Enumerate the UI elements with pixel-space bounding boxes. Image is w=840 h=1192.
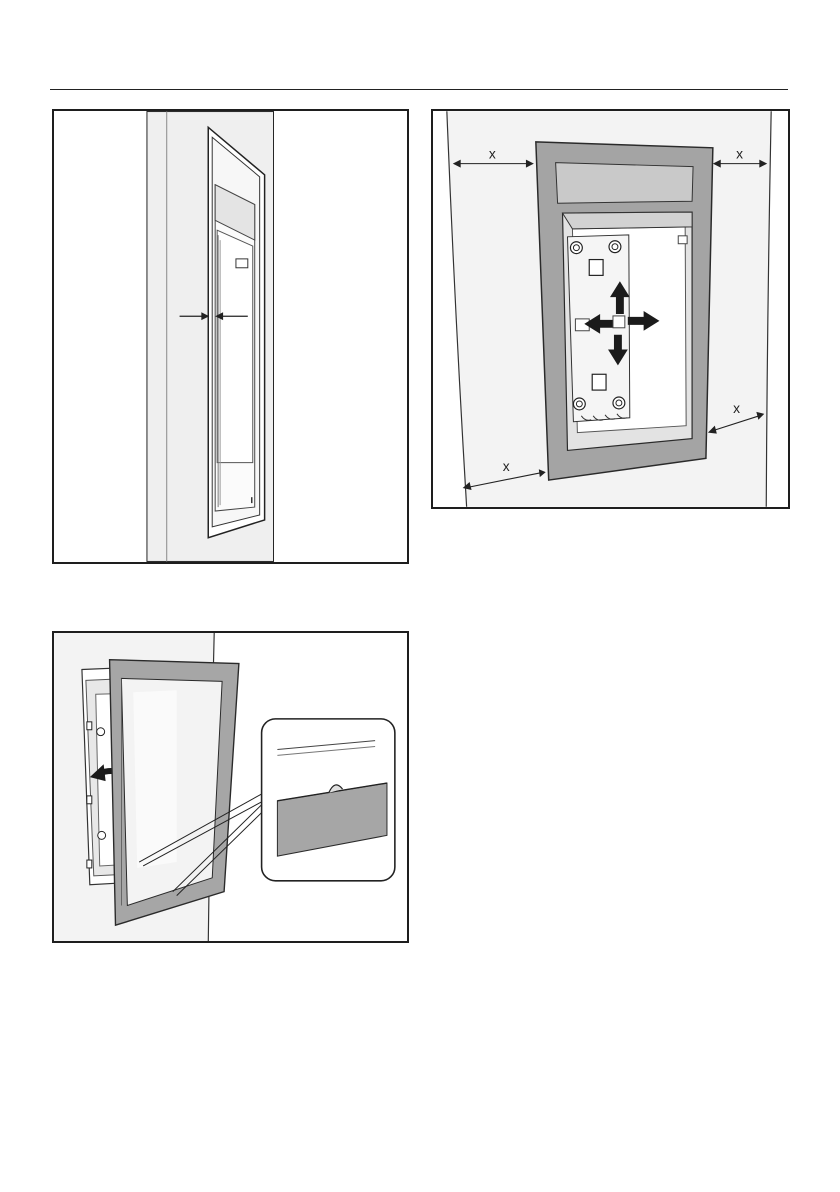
figure-side-view-gap — [52, 109, 409, 564]
figure-front-view-alignment: x x x x — [431, 109, 790, 509]
dimension-label: x — [736, 146, 743, 162]
dimension-label: x — [489, 146, 496, 162]
dimension-label: x — [733, 400, 740, 416]
frame-fitting-illustration — [54, 633, 407, 941]
magnifier-callout-icon — [262, 719, 395, 881]
front-view-illustration: x x x x — [433, 111, 788, 507]
side-view-illustration — [54, 111, 407, 562]
figure-frame-fitting — [52, 631, 409, 943]
dimension-label: x — [503, 458, 510, 474]
header-rule — [50, 89, 788, 90]
